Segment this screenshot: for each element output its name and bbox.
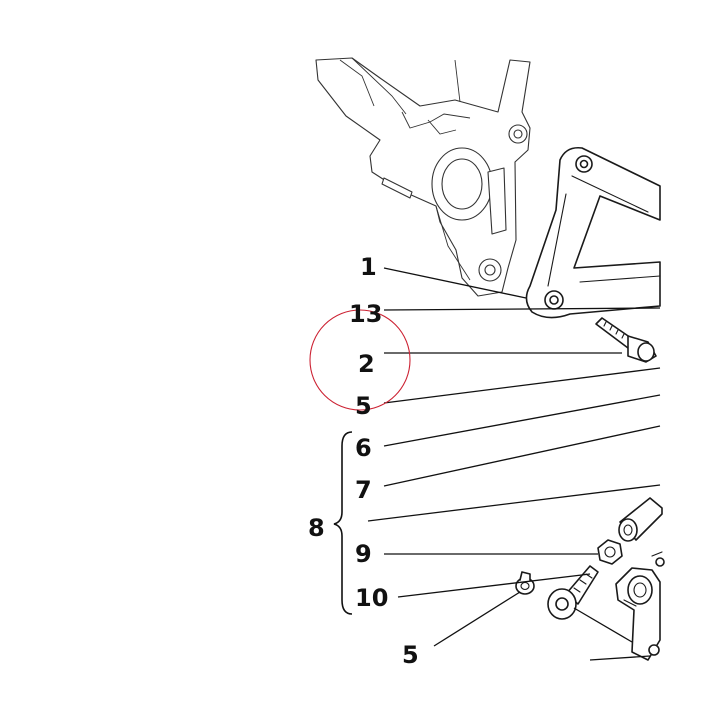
callout-2: 2 bbox=[358, 350, 375, 378]
callout-5-lower: 5 bbox=[402, 641, 419, 669]
callout-10: 10 bbox=[355, 584, 388, 612]
hex-nut bbox=[597, 539, 623, 565]
bracket-plate bbox=[525, 146, 661, 319]
leader-13 bbox=[383, 307, 661, 311]
highlight-circle bbox=[309, 309, 411, 411]
callout-8: 8 bbox=[308, 514, 325, 542]
leader-1 bbox=[383, 267, 527, 299]
leader-lever-b bbox=[589, 655, 651, 661]
shift-lever bbox=[615, 551, 665, 661]
callout-5-upper: 5 bbox=[355, 392, 372, 420]
leader-8 bbox=[367, 484, 661, 522]
leader-lever-a bbox=[573, 607, 633, 643]
rod-end-joint bbox=[547, 565, 599, 620]
flanged-bolt bbox=[595, 317, 657, 363]
callout-13: 13 bbox=[349, 300, 382, 328]
callout-labels: 1 13 2 5 6 7 8 9 10 5 bbox=[308, 253, 419, 669]
callout-9: 9 bbox=[355, 540, 372, 568]
leader-lines bbox=[367, 267, 661, 661]
leader-5b bbox=[433, 591, 521, 647]
callout-6: 6 bbox=[355, 434, 372, 462]
callout-7: 7 bbox=[355, 476, 372, 504]
leader-7 bbox=[383, 425, 661, 487]
leader-6 bbox=[383, 394, 661, 447]
leader-5a bbox=[383, 367, 661, 404]
group-brace bbox=[333, 431, 353, 615]
callout-1: 1 bbox=[360, 253, 377, 281]
sleeve-bushing bbox=[618, 497, 663, 542]
leader-10 bbox=[397, 573, 591, 598]
frame-casting bbox=[315, 57, 531, 297]
